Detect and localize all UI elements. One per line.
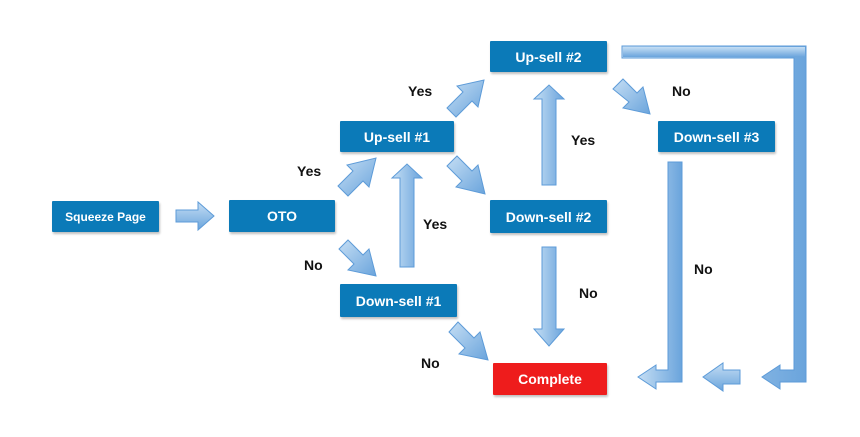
label-upsell2-no: No bbox=[672, 83, 691, 99]
downsell-3-box: Down-sell #3 bbox=[658, 121, 775, 152]
arrow-upsell1-to-upsell2 bbox=[446, 79, 485, 118]
downsell-1-box: Down-sell #1 bbox=[340, 284, 457, 317]
arrow-downsell1-to-complete bbox=[448, 321, 489, 361]
label-oto-no: No bbox=[304, 257, 323, 273]
arrow-squeeze-to-oto bbox=[175, 200, 215, 232]
complete-box: Complete bbox=[493, 363, 607, 395]
downsell-2-box: Down-sell #2 bbox=[490, 200, 607, 233]
arrow-downsell1-to-upsell1 bbox=[390, 163, 424, 268]
upsell-2-box: Up-sell #2 bbox=[490, 41, 607, 72]
arrow-downsell2-to-complete bbox=[532, 246, 566, 347]
label-downsell1-no: No bbox=[421, 355, 440, 371]
label-downsell1-yes: Yes bbox=[423, 216, 448, 232]
arrow-oto-to-downsell1 bbox=[338, 239, 377, 277]
arrow-downsell2-to-upsell2 bbox=[532, 84, 566, 186]
label-upsell1-yes: Yes bbox=[408, 83, 433, 99]
arrow-oto-to-upsell1 bbox=[337, 157, 377, 197]
label-oto-yes: Yes bbox=[297, 163, 322, 179]
label-downsell3-no: No bbox=[694, 261, 713, 277]
arrow-upsell2-to-downsell3 bbox=[612, 78, 651, 115]
arrow-short-to-complete bbox=[702, 362, 741, 392]
label-downsell2-yes: Yes bbox=[571, 132, 596, 148]
label-downsell2-no: No bbox=[579, 285, 598, 301]
arrow-upsell2-to-complete bbox=[621, 45, 807, 390]
arrow-downsell3-to-complete bbox=[637, 161, 683, 390]
upsell-1-box: Up-sell #1 bbox=[340, 121, 454, 152]
oto-box: OTO bbox=[229, 200, 335, 232]
squeeze-page-box: Squeeze Page bbox=[52, 201, 159, 232]
arrow-upsell1-to-downsell2 bbox=[446, 155, 486, 195]
arrow-upsell2-to-complete-top-shade bbox=[623, 47, 805, 57]
